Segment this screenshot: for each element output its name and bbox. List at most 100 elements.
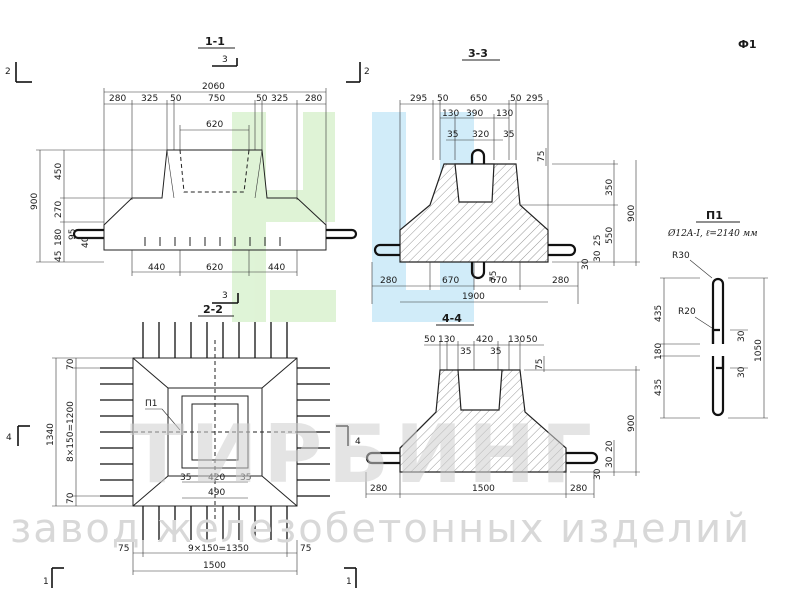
dim-4-4-bottom-1: 1500 [472, 484, 495, 494]
dim-3-3-top-4: 295 [526, 94, 543, 104]
dim-3-3-row3-2: 35 [503, 130, 514, 140]
dim-plan-inner-0: 35 [180, 473, 191, 483]
section-title-2-2: 2-2 [203, 303, 223, 316]
dim-3-3-row2-0: 130 [442, 109, 459, 119]
section-title-1-1: 1-1 [205, 35, 225, 48]
dim-3-3-bottom-0: 280 [380, 276, 397, 286]
detail-p1-dim-0: 435 [654, 305, 664, 322]
detail-p1-dim-5: 1050 [754, 339, 764, 362]
dim-4-4-right-0: 75 [535, 359, 545, 370]
section-ref-1-1: 3 [222, 55, 228, 65]
dim-4-4-top-5: 130 [508, 335, 525, 345]
detail-p1-r1: R30 [672, 251, 690, 261]
detail-p1-title: П1 [706, 209, 723, 222]
dim-4-4-top-4: 35 [490, 347, 501, 357]
dim-3-3-row3-0: 35 [447, 130, 458, 140]
detail-p1-spec: Ø12A-I, ℓ=2140 мм [667, 228, 758, 239]
dim-4-4-top-2: 35 [460, 347, 471, 357]
dim-1-1-left-1: 450 [54, 163, 64, 180]
cut-mark-1-left: 1 [43, 577, 49, 587]
dim-1-1-bottom-0: 440 [148, 263, 165, 273]
section-ref-2-2: 3 [222, 291, 228, 301]
dim-4-4-bottom-2: 280 [570, 484, 587, 494]
dim-plan-left-0: 1340 [46, 423, 56, 446]
dim-4-4-top-0: 50 [424, 335, 436, 345]
dim-4-4-top-1: 130 [438, 335, 455, 345]
dim-1-1-left-4: 95 [68, 229, 78, 240]
dim-plan-bottom-0: 75 [118, 544, 129, 554]
detail-p1-dim-1: 180 [654, 343, 664, 360]
dim-3-3-right-6: 30 [581, 258, 591, 270]
dim-4-4-right-2: 20 [605, 440, 615, 452]
section-4-4: 4-4 50 130 35 420 35 130 50 75 900 20 30… [365, 312, 640, 498]
dim-4-4-bottom-0: 280 [370, 484, 387, 494]
dim-1-1-overall: 2060 [202, 82, 225, 92]
section-2-2: 2-2 3 [6, 291, 361, 588]
dim-1-1-top-4: 50 [256, 94, 268, 104]
dim-1-1-top-6: 280 [305, 94, 322, 104]
dim-plan-left-2: 8×150=1200 [66, 401, 76, 462]
dim-3-3-right-7: 75 [489, 271, 499, 282]
section-title-3-3: 3-3 [468, 47, 488, 60]
detail-p1-dim-2: 435 [654, 379, 664, 396]
dim-4-4-right-4: 30 [593, 468, 603, 480]
dim-1-1-top-5: 325 [271, 94, 288, 104]
dim-1-1-top-3: 750 [208, 94, 225, 104]
dim-plan-bottom-1: 9×150=1350 [188, 544, 249, 554]
dim-3-3-overall: 1900 [462, 292, 485, 302]
plan-mark-p1: П1 [145, 399, 158, 409]
cut-mark-4-right: 4 [355, 437, 361, 447]
dim-plan-inner-3: 490 [208, 488, 225, 498]
dim-plan-bottom-2: 75 [300, 544, 311, 554]
dim-4-4-right-1: 900 [627, 415, 637, 432]
dim-plan-inner-2: 35 [240, 473, 251, 483]
dim-1-1-left-2: 270 [54, 201, 64, 218]
dim-1-1-left-0: 900 [30, 193, 40, 210]
dim-1-1-bottom-2: 440 [268, 263, 285, 273]
dim-plan-left-3: 70 [66, 492, 76, 504]
dim-3-3-bottom-3: 280 [552, 276, 569, 286]
dim-3-3-top-1: 50 [437, 94, 449, 104]
dim-3-3-top-0: 295 [410, 94, 427, 104]
section-1-1: 1-1 3 2 2 2060 280 325 50 750 50 325 280 [5, 35, 370, 276]
dim-3-3-right-5: 30 [593, 250, 603, 262]
cut-mark-4-left: 4 [6, 433, 12, 443]
dim-3-3-bottom-2: 670 [490, 276, 507, 286]
dim-3-3-right-2: 900 [627, 205, 637, 222]
watermark-brand: ТИРБИНГ [130, 408, 598, 501]
dim-1-1-top-1: 325 [141, 94, 158, 104]
dim-1-1-top-0: 280 [109, 94, 126, 104]
dim-1-1-top-2: 50 [170, 94, 182, 104]
dim-1-1-left-3: 180 [54, 229, 64, 246]
dim-1-1-inner: 620 [206, 120, 223, 130]
dim-3-3-right-1: 350 [605, 179, 615, 196]
dim-1-1-left-6: 45 [54, 251, 64, 262]
dim-4-4-right-3: 30 [605, 456, 615, 468]
section-3-3: 3-3 295 50 650 50 295 130 390 130 35 320… [371, 47, 640, 304]
dim-plan-inner-1: 420 [208, 473, 225, 483]
dim-3-3-row2-2: 130 [496, 109, 513, 119]
cut-mark-2-right: 2 [364, 67, 370, 77]
watermark-tagline: завод железобетонных изделий [10, 506, 751, 552]
dim-3-3-row2-1: 390 [466, 109, 483, 119]
section-title-4-4: 4-4 [442, 312, 462, 325]
dim-3-3-top-3: 50 [510, 94, 522, 104]
cut-mark-1-right: 1 [346, 577, 352, 587]
detail-p1-r2: R20 [678, 307, 696, 317]
dim-3-3-right-3: 550 [605, 227, 615, 244]
sheet-code: Ф1 [738, 38, 757, 51]
detail-p1-dim-3: 30 [737, 330, 747, 342]
dim-3-3-bottom-1: 670 [442, 276, 459, 286]
dim-plan-left-1: 70 [66, 358, 76, 370]
dim-plan-bottom-3: 1500 [203, 561, 226, 571]
cut-mark-2-left: 2 [5, 67, 11, 77]
dim-3-3-row3-1: 320 [472, 130, 489, 140]
dim-1-1-bottom-1: 620 [206, 263, 223, 273]
dim-3-3-top-2: 650 [470, 94, 487, 104]
dim-4-4-top-6: 50 [526, 335, 538, 345]
detail-p1: П1 Ø12A-I, ℓ=2140 мм R30 R20 435 180 435… [654, 209, 768, 419]
dim-3-3-right-0: 75 [537, 151, 547, 162]
dim-3-3-right-4: 25 [593, 235, 603, 246]
dim-4-4-top-3: 420 [476, 335, 493, 345]
